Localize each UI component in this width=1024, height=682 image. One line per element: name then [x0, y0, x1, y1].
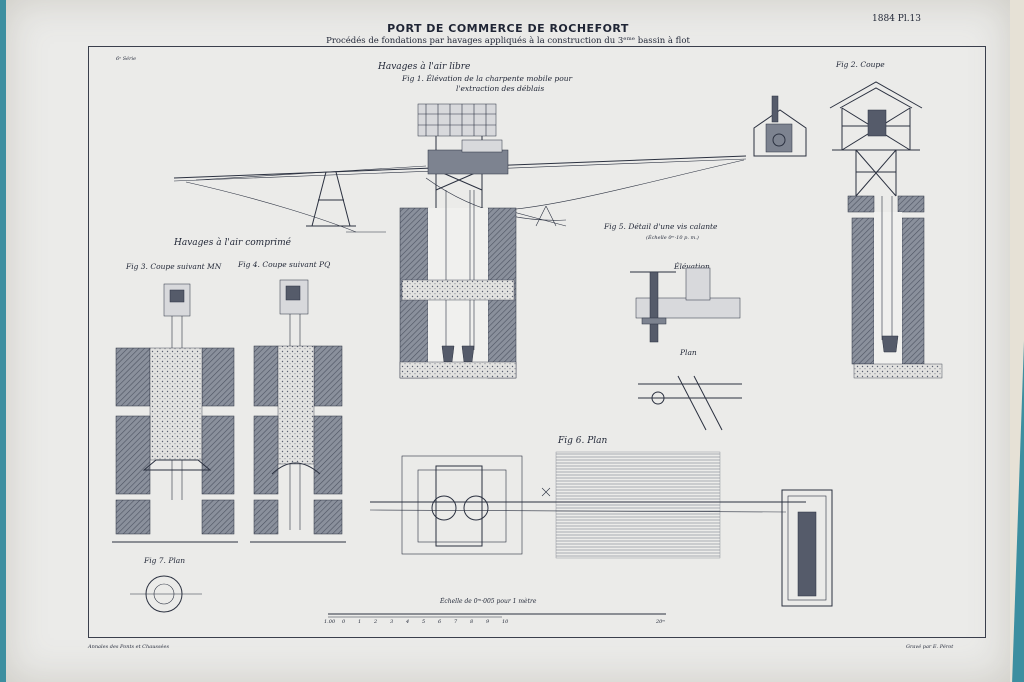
fig2-section-drawing: [829, 81, 943, 379]
fig3-caption: Fig 3. Coupe suivant MN: [126, 262, 222, 271]
section-air-libre: Havages à l'air libre: [378, 62, 471, 72]
scale-tick-label: 8: [470, 619, 474, 625]
fig4-caption: Fig 4. Coupe suivant PQ: [238, 260, 331, 269]
scale-tick-label: 1.00: [324, 619, 336, 625]
scale-tick-label: 9: [486, 619, 490, 625]
fig5-plan-label: Plan: [680, 348, 697, 357]
plate-number: 1884 Pl.13: [872, 14, 922, 24]
technical-drawings: [112, 81, 943, 618]
scale-tick-label: 5: [422, 619, 426, 625]
scale-tick-label: 2: [374, 619, 378, 625]
scale-label: Échelle de 0ᵐ·005 pour 1 mètre: [440, 598, 537, 605]
fig1-elevation-drawing: [173, 95, 807, 379]
scale-tick-label: 0: [342, 619, 346, 625]
section-air-comprime: Havages à l'air comprimé: [174, 238, 292, 248]
scale-tick-label: 6: [438, 619, 442, 625]
scale-tick-label: 10: [502, 619, 509, 625]
fig3-section-drawing: [112, 283, 238, 543]
fig2-caption: Fig 2. Coupe: [836, 60, 885, 69]
scale-tick-label: 20ᵐ: [656, 619, 666, 625]
fig5-caption: Fig 5. Détail d'une vis calante: [604, 222, 718, 231]
scale-bar: [328, 613, 666, 618]
scale-tick-label: 7: [454, 619, 458, 625]
drawing-frame: [88, 46, 986, 638]
fig5-scale: (Échelle 0ᵐ·10 p. m.): [646, 235, 699, 241]
fig4-section-drawing: [250, 279, 346, 543]
scale-tick-label: 4: [406, 619, 410, 625]
plate-title: PORT DE COMMERCE DE ROCHEFORT: [387, 22, 629, 35]
scale-tick-label: 1: [358, 619, 362, 625]
fig6-plan-drawing: [369, 451, 833, 607]
plate-subtitle: Procédés de fondations par havages appli…: [326, 36, 690, 46]
fig7-plan-drawing: [130, 575, 202, 613]
engraved-plate: PORT DE COMMERCE DE ROCHEFORT Procédés d…: [6, 0, 1010, 682]
fig1-caption-line2: l'extraction des déblais: [456, 84, 545, 93]
footer-publisher: Annales des Ponts et Chaussées: [88, 644, 170, 650]
fig1-caption-line1: Fig 1. Élévation de la charpente mobile …: [402, 74, 573, 83]
fig7-caption: Fig 7. Plan: [144, 556, 186, 565]
footer-engraver: Gravé par E. Pérot: [906, 644, 954, 650]
fig5-detail-drawing: [630, 267, 742, 431]
fig6-caption: Fig 6. Plan: [558, 436, 608, 446]
fig5-elevation-label: Élévation: [674, 262, 710, 271]
scale-tick-label: 3: [390, 619, 394, 625]
series-label: 6ᵉ Série: [116, 56, 137, 62]
